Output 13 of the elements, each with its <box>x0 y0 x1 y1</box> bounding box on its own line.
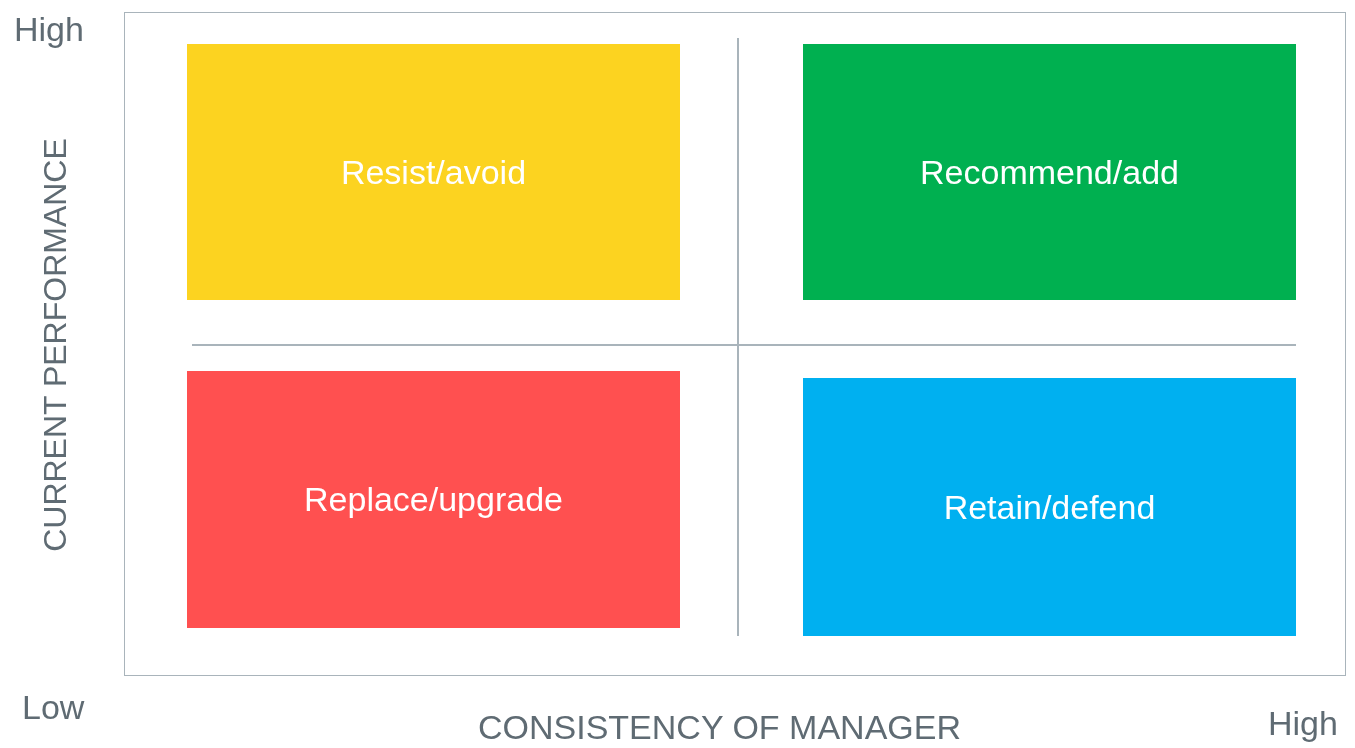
quadrant-label: Replace/upgrade <box>304 480 563 519</box>
quadrant-box <box>187 44 680 300</box>
quadrant-box <box>803 44 1296 300</box>
quadrant-label: Resist/avoid <box>340 152 527 192</box>
quadrant-label: Recommend/add <box>920 152 1179 192</box>
quadrant-box <box>187 371 680 628</box>
axis-title: CURRENT PERFORMANCE <box>36 138 74 552</box>
axis-title: CONSISTENCY OF MANAGER <box>478 708 961 747</box>
quadrant-box <box>803 378 1296 636</box>
axis-high-label: High <box>14 10 84 49</box>
quadrant-label: Retain/defend <box>943 487 1156 527</box>
axis-low-label: Low <box>22 688 85 727</box>
axis-high-label: High <box>1268 704 1338 743</box>
